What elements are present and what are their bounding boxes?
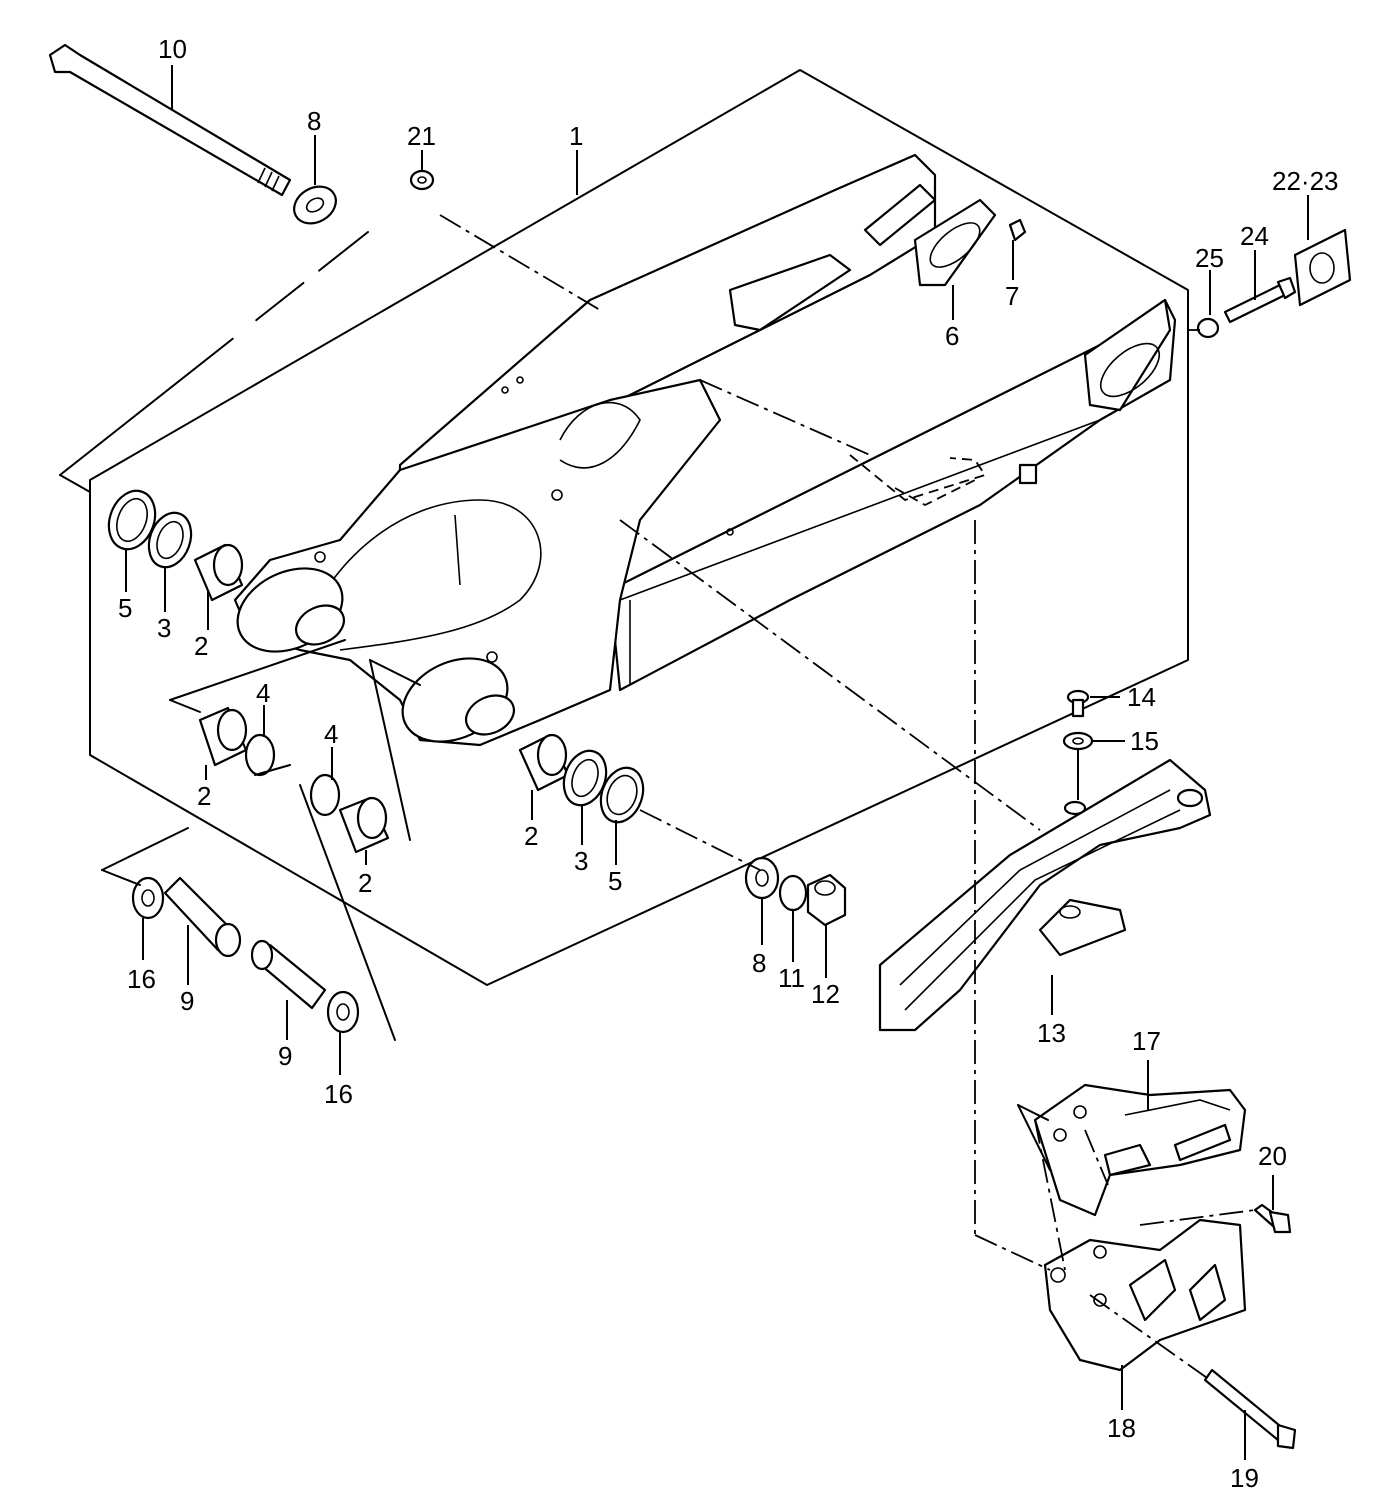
callout-5-left: 5 <box>118 593 132 623</box>
callouts: 10 8 21 1 7 6 22·23 24 25 5 3 2 4 2 4 2 … <box>118 34 1339 1493</box>
spacer-left <box>163 876 242 958</box>
chain-slider <box>878 758 1212 1032</box>
bearing-center <box>338 796 390 854</box>
washer-16-right <box>326 990 360 1034</box>
chain-guide-cover <box>1033 1083 1247 1217</box>
leader-lines <box>125 65 1309 1460</box>
callout-8-right: 8 <box>752 948 766 978</box>
callout-2-right: 2 <box>524 821 538 851</box>
callout-14: 14 <box>1127 682 1156 712</box>
callout-19: 19 <box>1230 1463 1259 1493</box>
seal-right <box>599 766 645 824</box>
swingarm-body <box>233 153 1177 747</box>
callout-24: 24 <box>1240 221 1269 251</box>
callout-3-left: 3 <box>157 613 171 643</box>
callout-20: 20 <box>1258 1141 1287 1171</box>
callout-18: 18 <box>1107 1413 1136 1443</box>
pivot-shaft <box>48 43 292 197</box>
callout-17: 17 <box>1132 1026 1161 1056</box>
callout-8-top: 8 <box>307 106 321 136</box>
callout-7: 7 <box>1005 281 1019 311</box>
bearing-right <box>518 733 570 792</box>
washer-right <box>744 856 780 900</box>
guide-lines <box>101 214 1256 1381</box>
callout-2-mid-left: 2 <box>197 781 211 811</box>
callout-1: 1 <box>569 121 583 151</box>
callout-13: 13 <box>1037 1018 1066 1048</box>
callout-9-left: 9 <box>180 986 194 1016</box>
assembly-boundary <box>59 69 1189 986</box>
callout-3-right: 3 <box>574 846 588 876</box>
chain-guide-plate <box>1043 1218 1247 1372</box>
washer-15 <box>1062 731 1094 751</box>
screw-small <box>1008 218 1027 242</box>
bearing-mid-left <box>198 706 248 767</box>
chain-adjuster-plate <box>1293 228 1352 307</box>
callout-4-left: 4 <box>256 678 270 708</box>
dust-seal-left <box>147 511 193 569</box>
callout-16-right: 16 <box>324 1079 353 1109</box>
callout-6: 6 <box>945 321 959 351</box>
callout-16-left: 16 <box>127 964 156 994</box>
cover-plate <box>913 198 997 287</box>
callout-2-center: 2 <box>358 868 372 898</box>
callout-5-right: 5 <box>608 866 622 896</box>
bolt-19 <box>1203 1368 1297 1450</box>
bolt-20 <box>1253 1203 1292 1234</box>
callout-15: 15 <box>1130 726 1159 756</box>
callout-11: 11 <box>778 963 805 993</box>
adjuster-bolt <box>1223 276 1297 324</box>
washer-top <box>293 185 337 225</box>
callout-25: 25 <box>1195 243 1224 273</box>
callout-22-23: 22·23 <box>1272 166 1339 196</box>
callout-2-left: 2 <box>194 631 208 661</box>
screw-14 <box>1066 689 1090 718</box>
bearing-left <box>193 543 244 602</box>
seal-mid-left <box>244 733 276 777</box>
spacer-right <box>250 939 327 1010</box>
nut-small <box>409 169 435 191</box>
seal-center <box>309 773 341 817</box>
callout-10: 10 <box>158 34 187 64</box>
callout-12: 12 <box>811 979 840 1009</box>
callout-21: 21 <box>407 121 436 151</box>
washer-16-left <box>131 876 165 920</box>
callout-9-right: 9 <box>278 1041 292 1071</box>
lock-washer <box>778 874 808 912</box>
callout-4-center: 4 <box>324 719 338 749</box>
axle-nut <box>806 873 847 927</box>
adjuster-nut <box>1196 317 1220 339</box>
